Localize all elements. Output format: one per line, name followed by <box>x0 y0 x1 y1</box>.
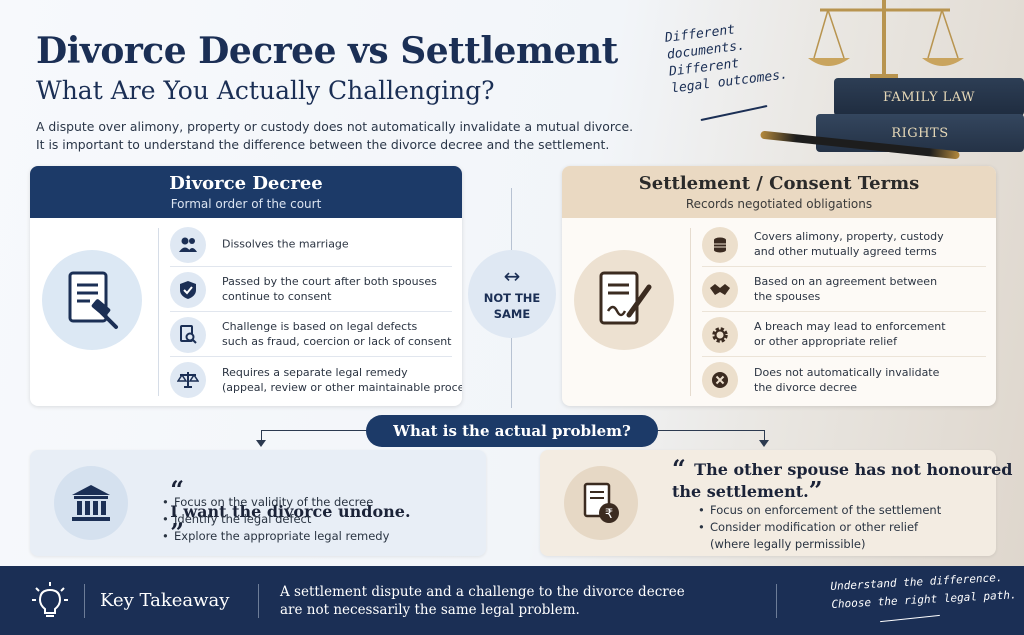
main-subtitle: What Are You Actually Challenging? <box>36 76 495 105</box>
list-item: Dissolves the marriage <box>170 222 452 267</box>
justice-scale-icon <box>808 0 964 80</box>
close-quote-icon: ” <box>808 476 823 505</box>
list-item: A breach may lead to enforcement or othe… <box>702 312 986 357</box>
item-text: Based on an agreement between the spouse… <box>754 275 938 303</box>
handwritten-note: Different documents. Different legal out… <box>664 15 791 97</box>
list-item: Does not automatically invalidate the di… <box>702 357 986 402</box>
list-item: Passed by the court after both spouses c… <box>170 267 452 312</box>
list-item: Challenge is based on legal defects such… <box>170 312 452 357</box>
list-item: Identify the legal defect <box>162 511 389 528</box>
coins-icon <box>702 227 738 263</box>
arrow-down-icon <box>759 440 769 447</box>
list-item: Explore the appropriate legal remedy <box>162 528 389 545</box>
footer-divider <box>776 584 777 618</box>
settlement-subtitle: Records negotiated obligations <box>685 197 873 211</box>
item-text: Does not automatically invalidate the di… <box>754 365 940 394</box>
not-the-same-badge: ↔ NOT THE SAME <box>468 250 556 338</box>
x-circle-icon <box>702 362 738 398</box>
scenario-settlement-list: Focus on enforcement of the settlement C… <box>698 502 941 553</box>
settlement-divider <box>690 228 691 396</box>
intro-line-1: A dispute over alimony, property or cust… <box>36 119 634 134</box>
scales-icon <box>170 362 206 398</box>
quote-text: The other spouse has not honoured the se… <box>672 460 1013 501</box>
item-text: Requires a separate legal remedy (appeal… <box>222 365 462 394</box>
scenario-settlement: ₹ “ The other spouse has not honoured th… <box>540 450 1012 556</box>
list-item: Requires a separate legal remedy (appeal… <box>170 357 462 402</box>
footer-handwritten-note: Understand the difference. Choose the ri… <box>830 568 1017 614</box>
open-quote-icon: “ <box>672 454 695 483</box>
rupee-document-icon: ₹ <box>564 466 638 540</box>
book-family-law: FAMILY LAW <box>834 78 1024 116</box>
item-text: Passed by the court after both spouses c… <box>222 275 437 303</box>
people-icon <box>170 227 206 263</box>
takeaway-line-1: A settlement dispute and a challenge to … <box>280 584 685 600</box>
decree-panel: Divorce Decree Formal order of the court… <box>30 166 462 406</box>
key-takeaway-footer: Key Takeaway A settlement dispute and a … <box>0 566 1024 635</box>
document-search-icon <box>170 317 206 353</box>
arrow-down-icon <box>256 440 266 447</box>
gear-icon <box>702 317 738 353</box>
scenario-decree-list: Focus on the validity of the decree Iden… <box>162 494 389 545</box>
handshake-icon <box>702 272 738 308</box>
list-item: Focus on enforcement of the settlement <box>698 502 941 519</box>
connector-left-drop <box>261 430 262 444</box>
court-document-gavel-icon <box>42 250 142 350</box>
settlement-panel: Settlement / Consent Terms Records negot… <box>562 166 996 406</box>
footer-divider <box>258 584 259 618</box>
takeaway-line-2: are not necessarily the same legal probl… <box>280 602 580 618</box>
decree-subtitle: Formal order of the court <box>170 197 322 211</box>
main-title: Divorce Decree vs Settlement <box>36 30 618 72</box>
footer-divider <box>84 584 85 618</box>
double-arrow-icon: ↔ <box>503 264 521 288</box>
scenario-decree: “ I want the divorce undone. ” Focus on … <box>30 450 486 556</box>
item-text: Covers alimony, property, custody and ot… <box>754 230 944 258</box>
settlement-items: Covers alimony, property, custody and ot… <box>702 222 986 402</box>
scenario-settlement-quote: “ The other spouse has not honoured the … <box>672 457 1013 505</box>
connector-right <box>654 430 764 431</box>
decree-divider <box>158 228 159 396</box>
list-item: Focus on the validity of the decree <box>162 494 389 511</box>
connector-right-drop <box>764 430 765 444</box>
settlement-header: Settlement / Consent Terms Records negot… <box>562 166 996 218</box>
settlement-title: Settlement / Consent Terms <box>638 173 920 194</box>
footer-note-underline <box>880 614 940 623</box>
decree-title: Divorce Decree <box>169 173 323 194</box>
key-takeaway-label: Key Takeaway <box>100 590 230 611</box>
shield-check-icon <box>170 272 206 308</box>
intro-line-2: It is important to understand the differ… <box>36 137 610 152</box>
decree-header: Divorce Decree Formal order of the court <box>30 166 462 218</box>
not-the-same-label: NOT THE SAME <box>483 291 541 321</box>
list-item: Based on an agreement between the spouse… <box>702 267 986 312</box>
key-takeaway-text: A settlement dispute and a challenge to … <box>280 583 685 619</box>
list-item: Consider modification or other relief (w… <box>698 519 941 553</box>
item-text: Dissolves the marriage <box>222 237 349 251</box>
connector-left <box>261 430 371 431</box>
decree-items: Dissolves the marriage Passed by the cou… <box>170 222 462 402</box>
lightbulb-icon <box>32 582 68 617</box>
item-text: Challenge is based on legal defects such… <box>222 320 452 348</box>
list-item: Covers alimony, property, custody and ot… <box>702 222 986 267</box>
svg-text:₹: ₹ <box>605 507 613 522</box>
question-banner: What is the actual problem? <box>366 415 658 447</box>
courthouse-icon <box>54 466 128 540</box>
item-text: A breach may lead to enforcement or othe… <box>754 320 946 348</box>
contract-pen-icon <box>574 250 674 350</box>
intro-text: A dispute over alimony, property or cust… <box>36 118 636 154</box>
